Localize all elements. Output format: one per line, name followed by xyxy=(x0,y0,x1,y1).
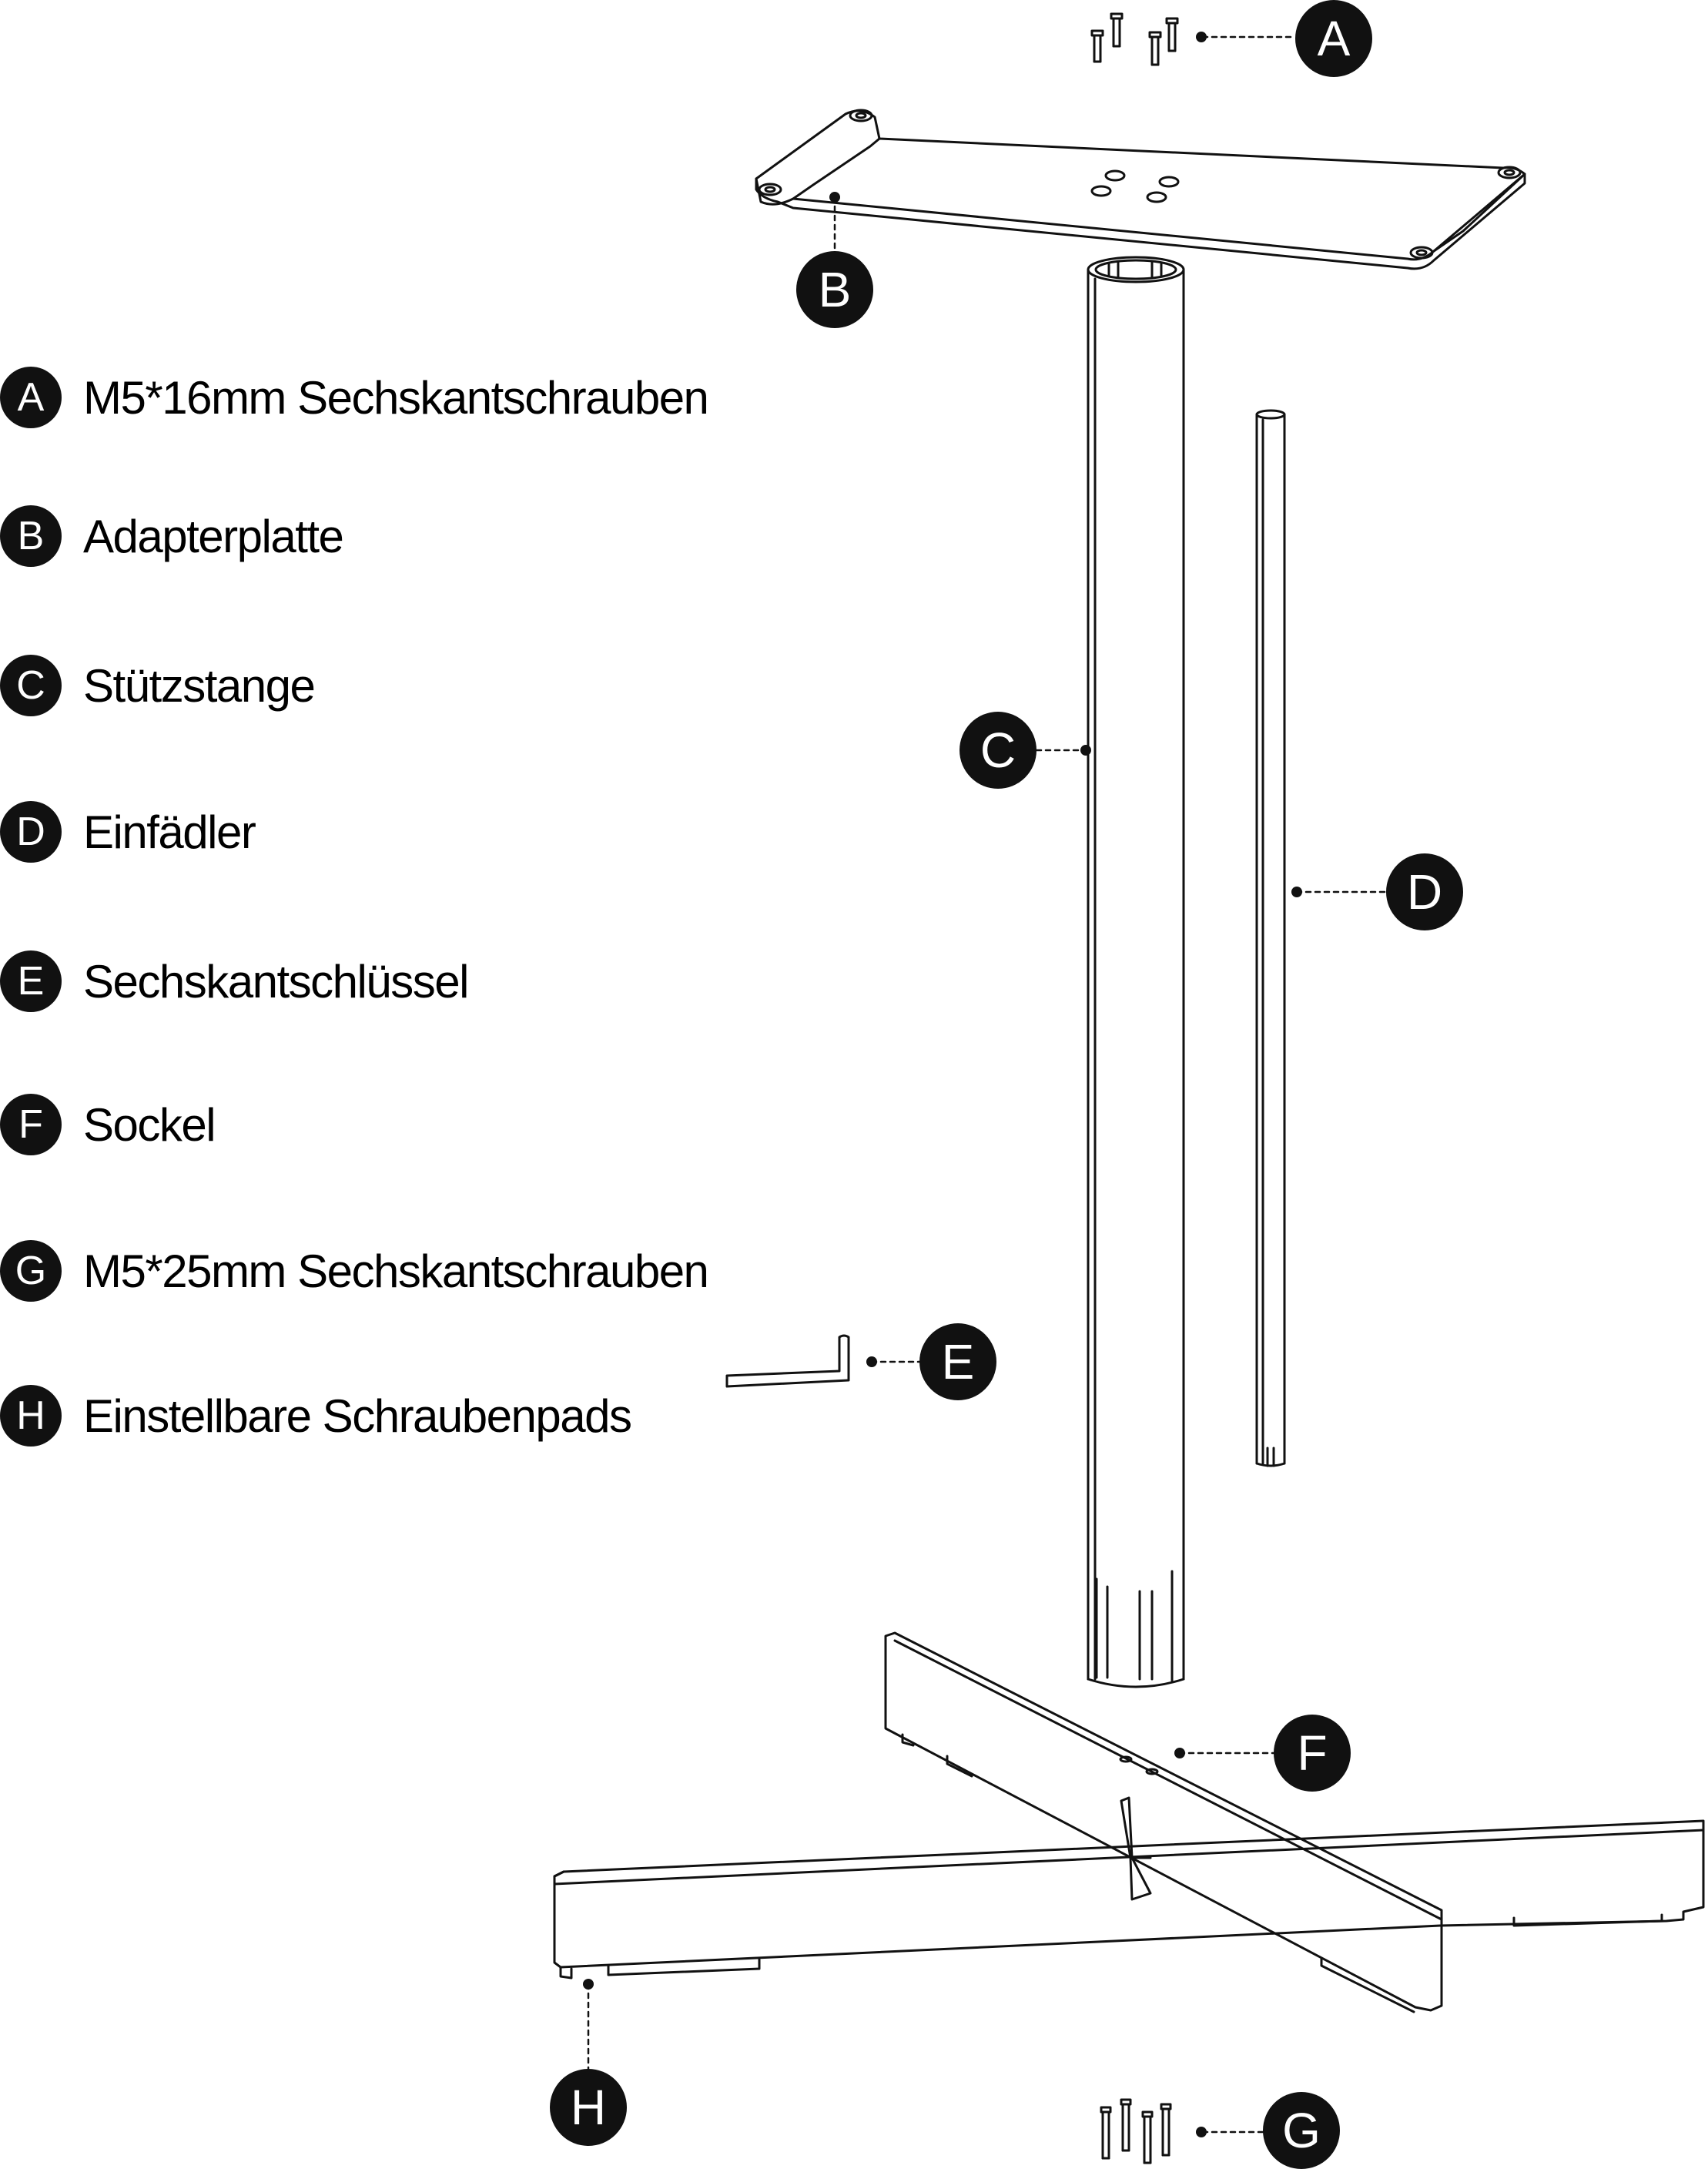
callout-e: E xyxy=(919,1323,996,1400)
leader-dots xyxy=(583,32,1302,2137)
callout-b: B xyxy=(796,251,873,328)
legend-item-c: C Stützstange xyxy=(0,653,316,718)
legend-label-e: Sechskantschlüssel xyxy=(83,955,469,1007)
screws-g-drawing xyxy=(1100,2098,1172,2164)
callout-d: D xyxy=(1386,853,1463,930)
legend-badge-g: G xyxy=(0,1240,62,1302)
leader-lines xyxy=(587,35,1388,2134)
screws-a-drawing xyxy=(1090,12,1179,66)
legend-item-f: F Sockel xyxy=(0,1092,216,1157)
legend-badge-c: C xyxy=(0,655,62,716)
callout-f: F xyxy=(1274,1715,1351,1792)
parts-legend: A M5*16mm Sechskantschrauben B Adapterpl… xyxy=(0,0,847,1540)
legend-label-a: M5*16mm Sechskantschrauben xyxy=(83,371,709,424)
callout-g: G xyxy=(1263,2092,1340,2169)
legend-label-h: Einstellbare Schraubenpads xyxy=(83,1390,632,1442)
callout-a: A xyxy=(1295,0,1372,77)
legend-label-d: Einfädler xyxy=(83,806,256,858)
adapter-plate-drawing xyxy=(755,109,1526,270)
legend-label-f: Sockel xyxy=(83,1098,216,1151)
legend-item-d: D Einfädler xyxy=(0,800,256,864)
legend-badge-a: A xyxy=(0,367,62,428)
callout-c: C xyxy=(959,712,1037,789)
threader-rod-drawing xyxy=(1255,409,1286,1467)
legend-item-a: A M5*16mm Sechskantschrauben xyxy=(0,365,709,430)
legend-label-b: Adapterplatte xyxy=(83,510,344,562)
hex-key-drawing xyxy=(725,1334,850,1388)
legend-item-h: H Einstellbare Schraubenpads xyxy=(0,1383,632,1448)
legend-item-g: G M5*25mm Sechskantschrauben xyxy=(0,1239,709,1303)
legend-badge-e: E xyxy=(0,950,62,1012)
legend-badge-d: D xyxy=(0,801,62,863)
support-pole-drawing xyxy=(1087,256,1185,1688)
legend-label-g: M5*25mm Sechskantschrauben xyxy=(83,1245,709,1297)
base-drawing xyxy=(553,1631,1705,2013)
legend-badge-h: H xyxy=(0,1385,62,1447)
legend-label-c: Stützstange xyxy=(83,659,316,712)
legend-item-e: E Sechskantschlüssel xyxy=(0,949,469,1014)
legend-badge-b: B xyxy=(0,505,62,567)
legend-item-b: B Adapterplatte xyxy=(0,504,344,568)
legend-badge-f: F xyxy=(0,1094,62,1155)
callout-h: H xyxy=(550,2069,627,2146)
